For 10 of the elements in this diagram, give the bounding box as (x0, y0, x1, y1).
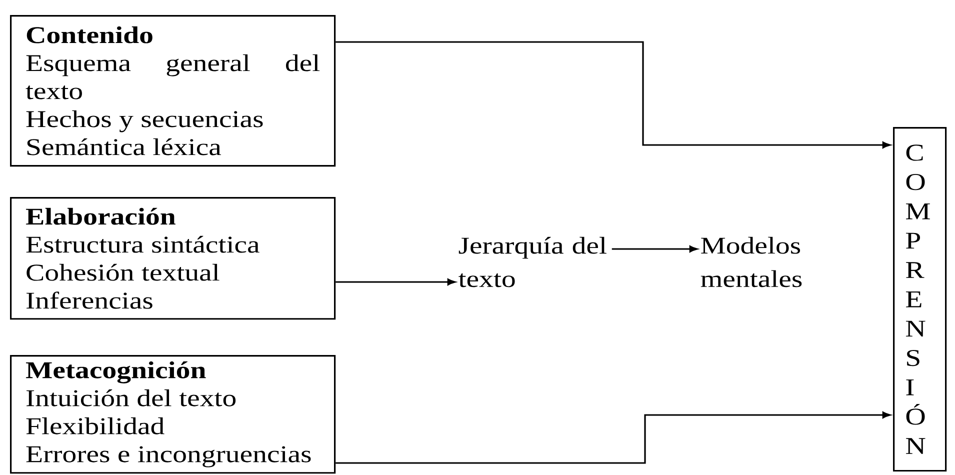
arrow (336, 412, 891, 464)
concept-text: Jerarquía del texto (458, 236, 606, 288)
arrow (336, 41, 891, 148)
arrow (336, 278, 456, 286)
text-box: Metacognición Intuición del texto Flexibilidad Errores e incongruencias (10, 355, 336, 474)
concept-text: Modelos mentales (700, 236, 802, 288)
text-box: Contenido Esquema general del texto Hechos y secuencias Semántica léxica (10, 15, 336, 167)
arrow (612, 246, 698, 252)
text-box: Elaboración Estructura sintáctica Cohesión textual Inferencias (10, 197, 336, 320)
vertical-text-box: C O M P R E N S I Ó N (893, 127, 947, 472)
